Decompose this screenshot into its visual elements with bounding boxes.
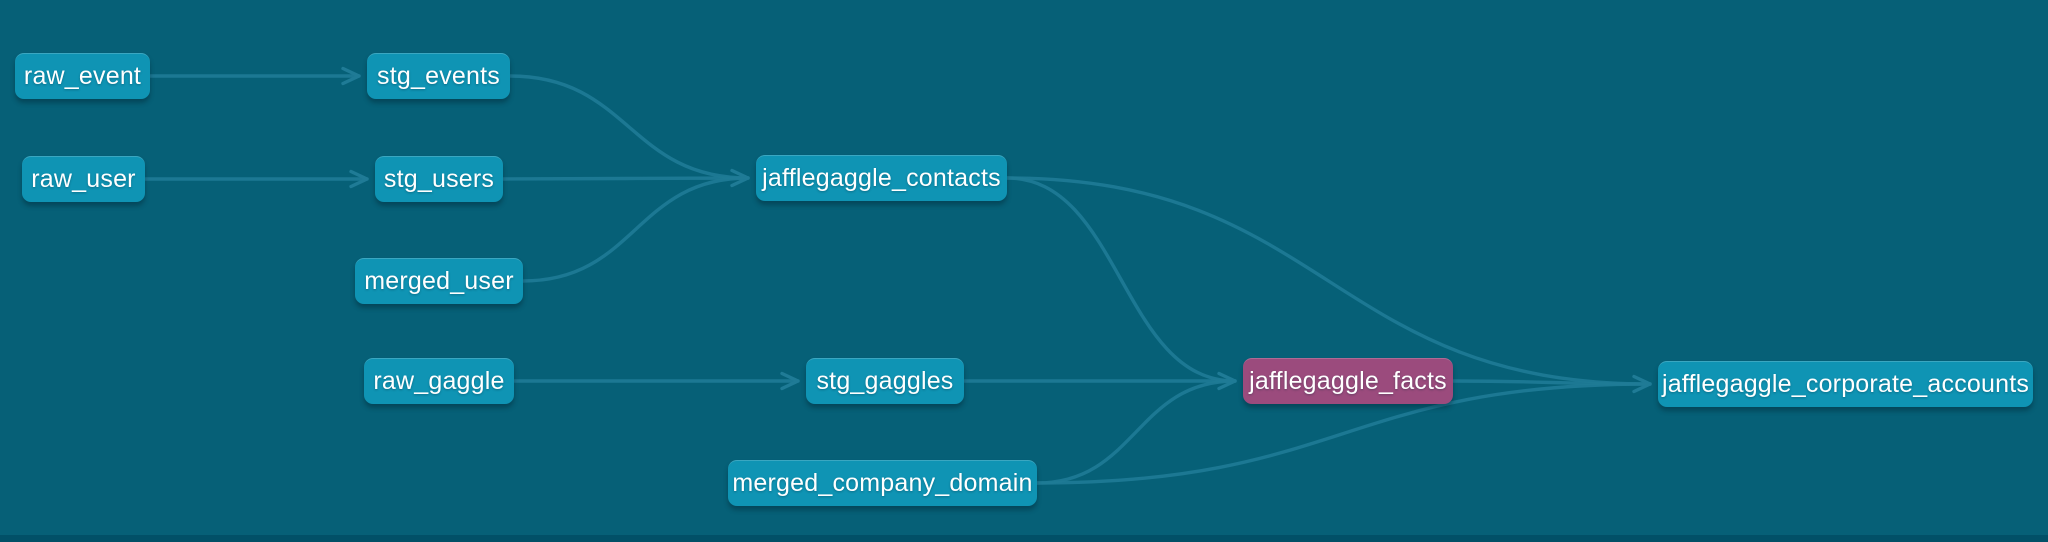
canvas-bottom-strip bbox=[0, 535, 2048, 542]
node-jafflegaggle_corporate_accounts[interactable]: jafflegaggle_corporate_accounts bbox=[1658, 361, 2033, 407]
node-raw_user[interactable]: raw_user bbox=[22, 156, 145, 202]
edges-group bbox=[143, 66, 1652, 485]
node-jafflegaggle_contacts[interactable]: jafflegaggle_contacts bbox=[756, 155, 1007, 201]
edge-merged_company_domain-to-jafflegaggle_corporate_accounts bbox=[1035, 382, 1652, 485]
node-merged_user[interactable]: merged_user bbox=[355, 258, 523, 304]
node-jafflegaggle_facts[interactable]: jafflegaggle_facts bbox=[1243, 358, 1453, 404]
node-raw_event[interactable]: raw_event bbox=[15, 53, 150, 99]
edge-stg_events-to-jafflegaggle_contacts bbox=[508, 74, 750, 180]
edge-jafflegaggle_contacts-to-jafflegaggle_facts bbox=[1005, 176, 1237, 383]
edge-merged_company_domain-to-jafflegaggle_facts bbox=[1035, 379, 1237, 485]
edge-jafflegaggle_contacts-to-jafflegaggle_corporate_accounts bbox=[1005, 176, 1652, 386]
edge-stg_users-to-jafflegaggle_contacts bbox=[501, 168, 750, 188]
node-raw_gaggle[interactable]: raw_gaggle bbox=[364, 358, 514, 404]
node-stg_gaggles[interactable]: stg_gaggles bbox=[806, 358, 964, 404]
edge-merged_user-to-jafflegaggle_contacts bbox=[521, 176, 750, 283]
node-stg_events[interactable]: stg_events bbox=[367, 53, 510, 99]
node-merged_company_domain[interactable]: merged_company_domain bbox=[728, 460, 1037, 506]
node-stg_users[interactable]: stg_users bbox=[375, 156, 503, 202]
